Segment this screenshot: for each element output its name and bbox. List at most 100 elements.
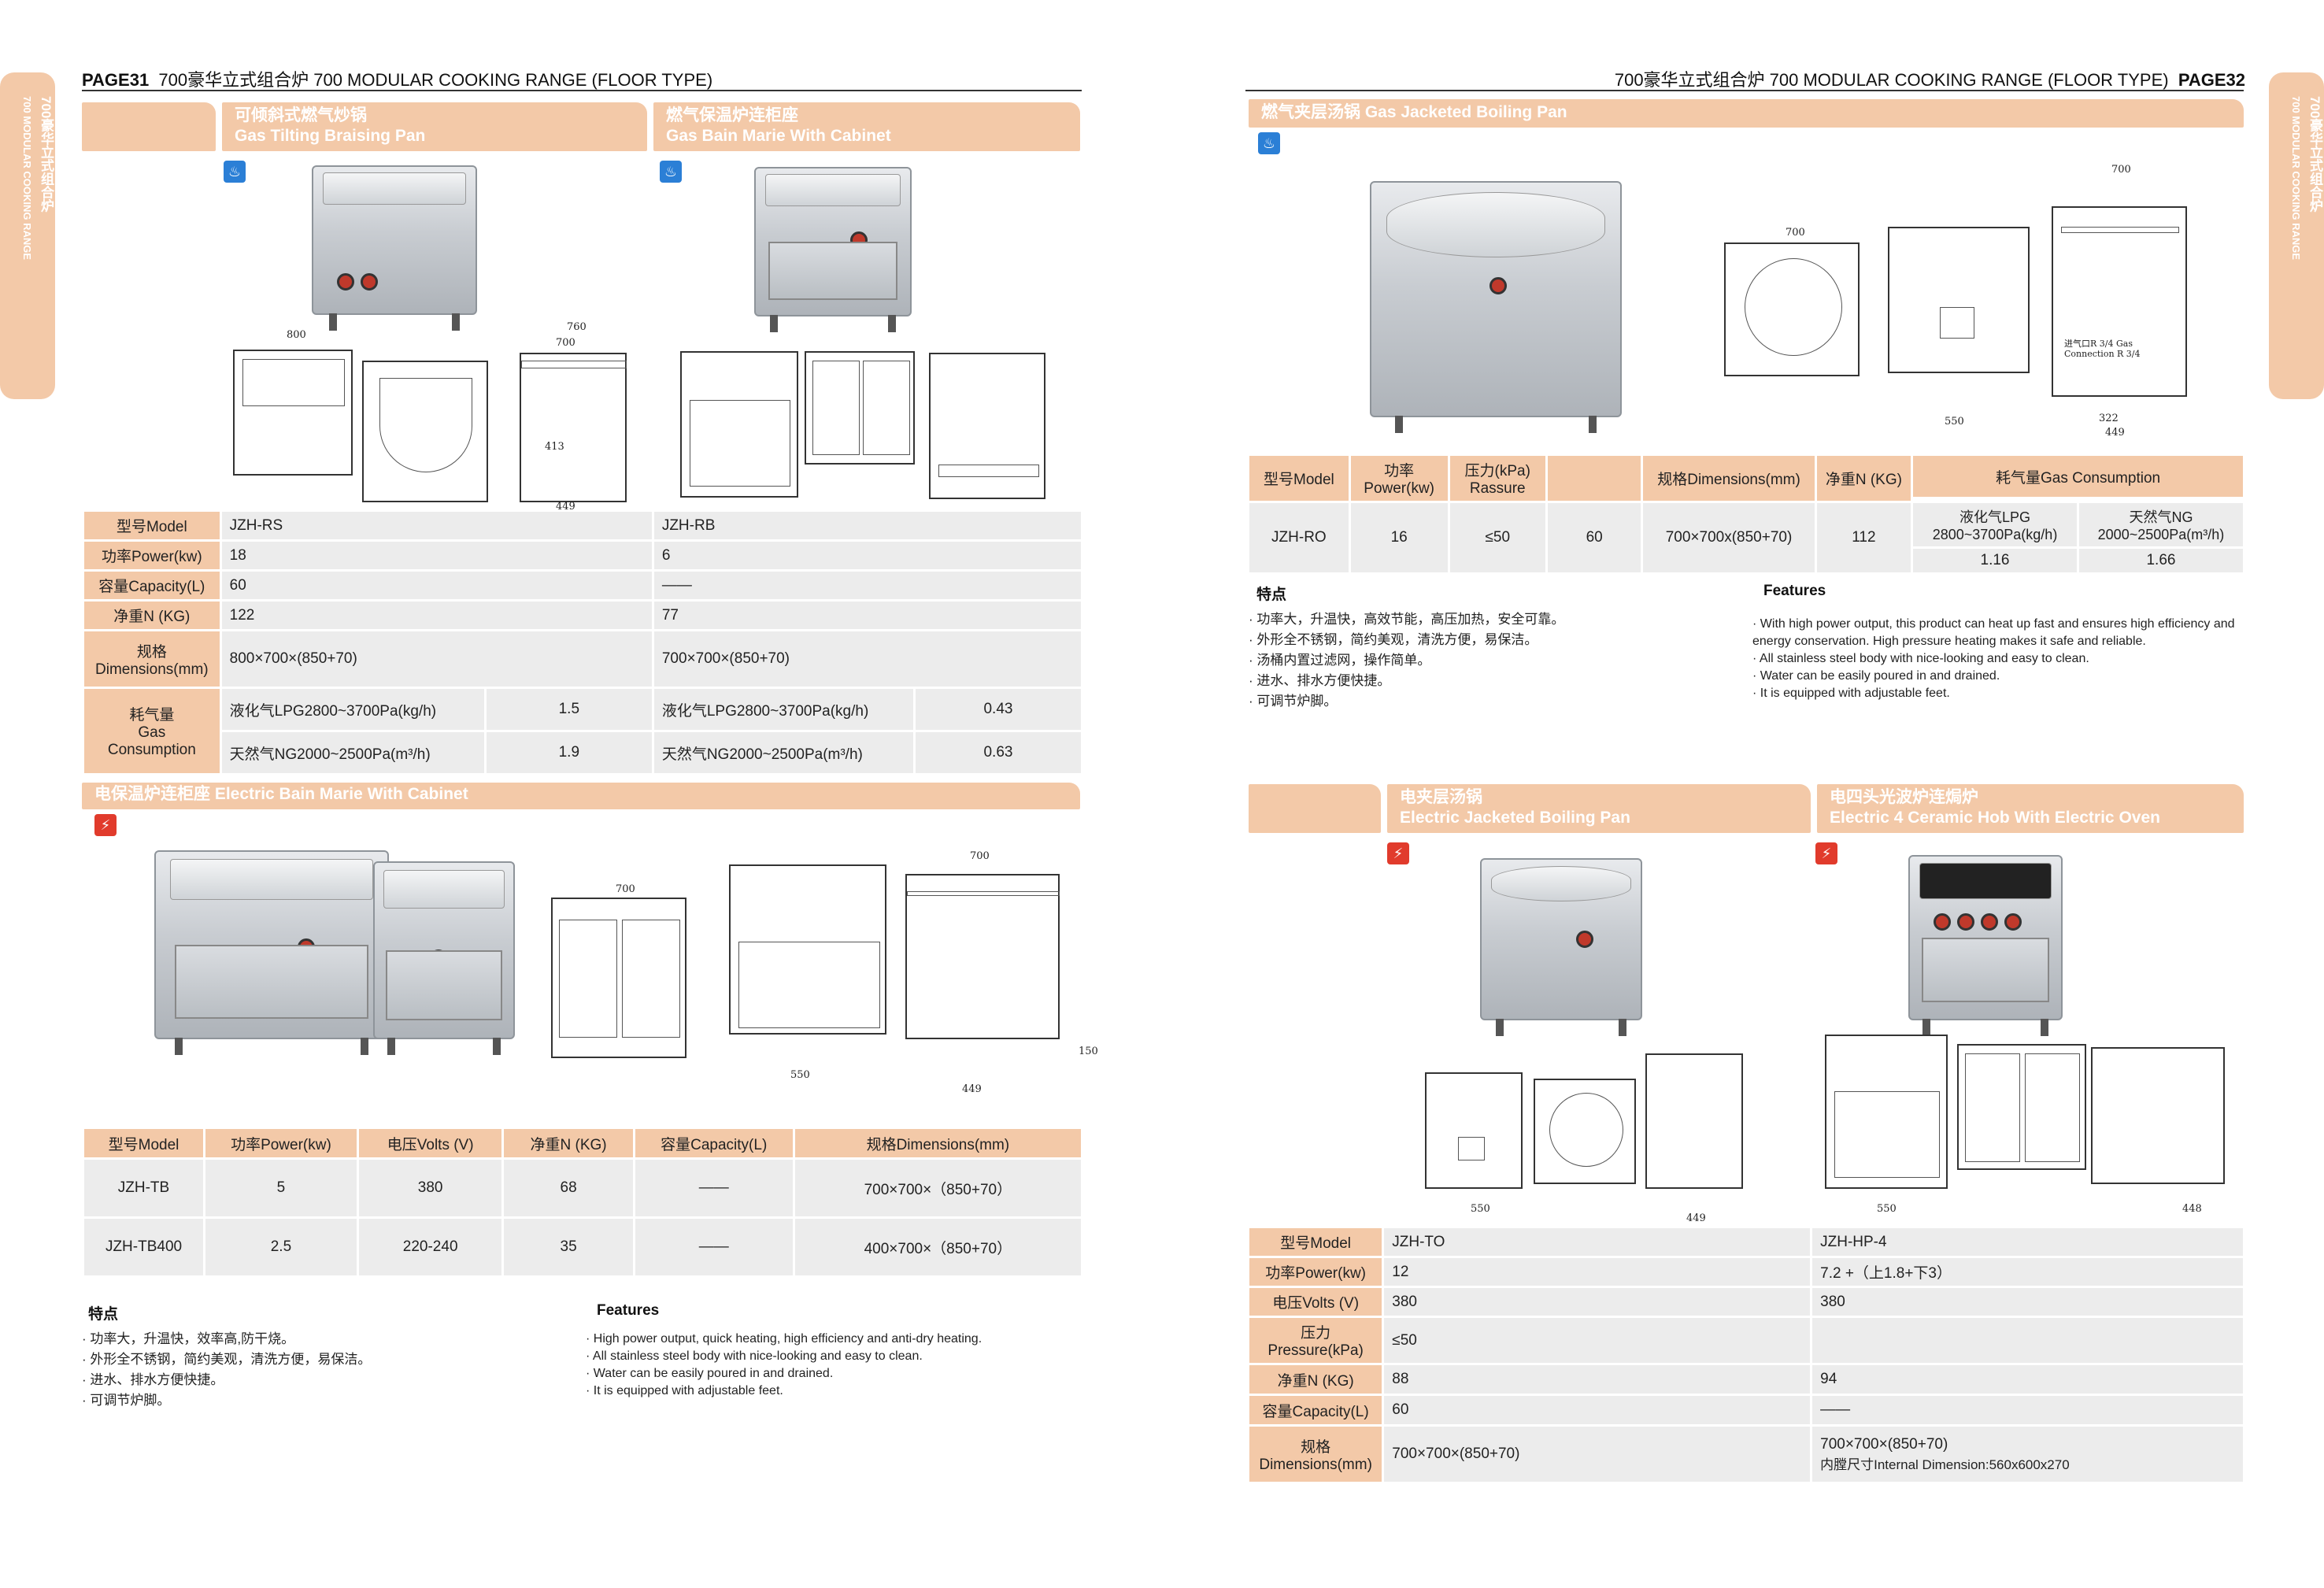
hp-pressure: [1812, 1318, 2243, 1363]
list-item: 进水、排水方便快捷。: [1249, 671, 1752, 691]
dim-label: 700: [556, 337, 575, 349]
band-blank-left: [82, 102, 216, 151]
dim-label: 700: [1786, 227, 1805, 239]
th-model: 型号Model: [1249, 456, 1349, 501]
dim-label: 760: [567, 321, 587, 333]
band-blank-right: [1249, 784, 1381, 833]
th-model: 型号Model: [84, 1129, 204, 1157]
product-photo-rb: [754, 167, 912, 332]
flame-icon: ♨: [660, 161, 682, 183]
tb-model: JZH-TB: [84, 1160, 204, 1216]
list-item: Water can be easily poured in and draine…: [586, 1365, 1074, 1383]
table-row: JZH-TB 5 380 68 —— 700×700×（850+70）: [84, 1160, 1081, 1216]
hp-dimensions-cell: 700×700×(850+70) 内膛尺寸Internal Dimension:…: [1812, 1427, 2243, 1482]
product-photo-hp: [1908, 855, 2063, 1036]
dim-label: 449: [2105, 427, 2125, 439]
drawing-ro-front: [1888, 227, 2030, 373]
drawing-rb-side: [929, 353, 1045, 499]
rb-power: 6: [653, 542, 1081, 569]
dim-label: 700: [2111, 164, 2131, 176]
drawing-rs-profile: [520, 353, 627, 502]
drawing-rs-front: [233, 350, 353, 476]
features-list-en: With high power output, this product can…: [1752, 616, 2241, 702]
features-list-cn: 功率大，升温快，高效节能，高压加热，安全可靠。 外形全不锈钢，简约美观，清洗方便…: [1249, 609, 1752, 712]
ro-weight: 112: [1816, 503, 1911, 572]
th-dimensions: 规格Dimensions(mm): [1643, 456, 1815, 501]
drawing-ro-side: [2052, 206, 2187, 397]
spec-table-to-hp: 型号Model JZH-TO JZH-HP-4 功率Power(kw) 12 7…: [1247, 1226, 2245, 1484]
ro-ng-label: 天然气NG 2000~2500Pa(m³/h): [2078, 503, 2243, 546]
th-weight: 净重N (KG): [504, 1129, 633, 1157]
tb400-volts: 220-240: [358, 1219, 502, 1275]
label-power: 功率Power(kw): [84, 542, 220, 569]
dim-label: 800: [287, 329, 306, 341]
to-model: JZH-TO: [1384, 1228, 1811, 1256]
features-list-en: High power output, quick heating, high e…: [586, 1331, 1074, 1400]
rs-model: JZH-RS: [221, 512, 652, 539]
rb-lpg-value: 0.43: [915, 689, 1081, 730]
th-gas: 耗气量Gas Consumption: [1913, 456, 2243, 497]
dim-label: 700: [616, 883, 635, 895]
ro-ng-value: 1.66: [2078, 549, 2243, 572]
right-page-number: PAGE32: [2178, 70, 2245, 90]
dim-label: 550: [1471, 1203, 1490, 1215]
list-item: All stainless steel body with nice-looki…: [1752, 650, 2241, 668]
list-item: Water can be easily poured in and draine…: [1752, 668, 2241, 685]
rs-capacity: 60: [221, 572, 652, 599]
list-item: 可调节炉脚。: [1249, 691, 1752, 712]
rb-ng-label: 天然气NG2000~2500Pa(m³/h): [653, 732, 913, 773]
gas-connection-note: 进气口R 3/4 Gas Connection R 3/4: [2064, 339, 2141, 359]
left-header-rule: [82, 90, 1082, 91]
label-model: 型号Model: [1249, 1228, 1382, 1256]
drawing-hp-front: [1825, 1035, 1948, 1189]
rb-lpg-label: 液化气LPG2800~3700Pa(kg/h): [653, 689, 913, 730]
rs-ng-label: 天然气NG2000~2500Pa(m³/h): [221, 732, 484, 773]
rs-power: 18: [221, 542, 652, 569]
ro-lpg-label: 液化气LPG 2800~3700Pa(kg/h): [1913, 503, 2077, 546]
list-item: It is equipped with adjustable feet.: [1752, 685, 2241, 702]
ro-model: JZH-RO: [1249, 503, 1349, 572]
th-blank: [1547, 456, 1641, 501]
label-weight: 净重N (KG): [1249, 1365, 1382, 1394]
list-item: 可调节炉脚。: [82, 1390, 570, 1411]
th-volts: 电压Volts (V): [358, 1129, 502, 1157]
features-title-cn: 特点: [1256, 587, 1287, 603]
dim-label: 322: [2099, 413, 2119, 424]
label-weight: 净重N (KG): [84, 602, 220, 629]
right-page-title: 700豪华立式组合炉 700 MODULAR COOKING RANGE (FL…: [1614, 70, 2169, 90]
dim-label: 413: [545, 441, 564, 453]
drawing-tb-top: [551, 898, 686, 1058]
flame-icon: ♨: [224, 161, 246, 183]
features-title-en: Features: [597, 1302, 660, 1319]
rs-dimensions: 800×700×(850+70): [221, 631, 652, 687]
hp-model: JZH-HP-4: [1812, 1228, 2243, 1256]
spec-table-rs-rb: 型号Model JZH-RS JZH-RB 功率Power(kw) 18 6 容…: [82, 509, 1083, 775]
dim-label: 449: [556, 501, 575, 513]
to-volts: 380: [1384, 1288, 1811, 1316]
drawing-ro-top: [1724, 242, 1860, 376]
th-weight: 净重N (KG): [1816, 456, 1911, 501]
rb-weight: 77: [653, 602, 1081, 629]
features-list-cn: 功率大，升温快，效率高,防干烧。 外形全不锈钢，简约美观，清洗方便，易保洁。 进…: [82, 1329, 570, 1411]
spec-table-tb: 型号Model 功率Power(kw) 电压Volts (V) 净重N (KG)…: [82, 1127, 1083, 1278]
hp-capacity: ——: [1812, 1396, 2243, 1424]
rs-lpg-value: 1.5: [486, 689, 652, 730]
tb-weight: 68: [504, 1160, 633, 1216]
hp-power: 7.2 +（上1.8+下3）: [1812, 1258, 2243, 1286]
tb-capacity: ——: [635, 1160, 793, 1216]
list-item: 汤桶内置过滤网，操作简单。: [1249, 650, 1752, 671]
label-model: 型号Model: [84, 512, 220, 539]
left-page-number: PAGE31: [82, 70, 150, 90]
drawing-rb-front: [680, 351, 798, 498]
rb-capacity: ——: [653, 572, 1081, 599]
drawing-tb-front: [729, 864, 886, 1035]
ro-capacity: 60: [1547, 503, 1641, 572]
drawing-rb-top: [805, 351, 915, 465]
rb-model: JZH-RB: [653, 512, 1081, 539]
hp-volts: 380: [1812, 1288, 2243, 1316]
list-item: High power output, quick heating, high e…: [586, 1331, 1074, 1348]
